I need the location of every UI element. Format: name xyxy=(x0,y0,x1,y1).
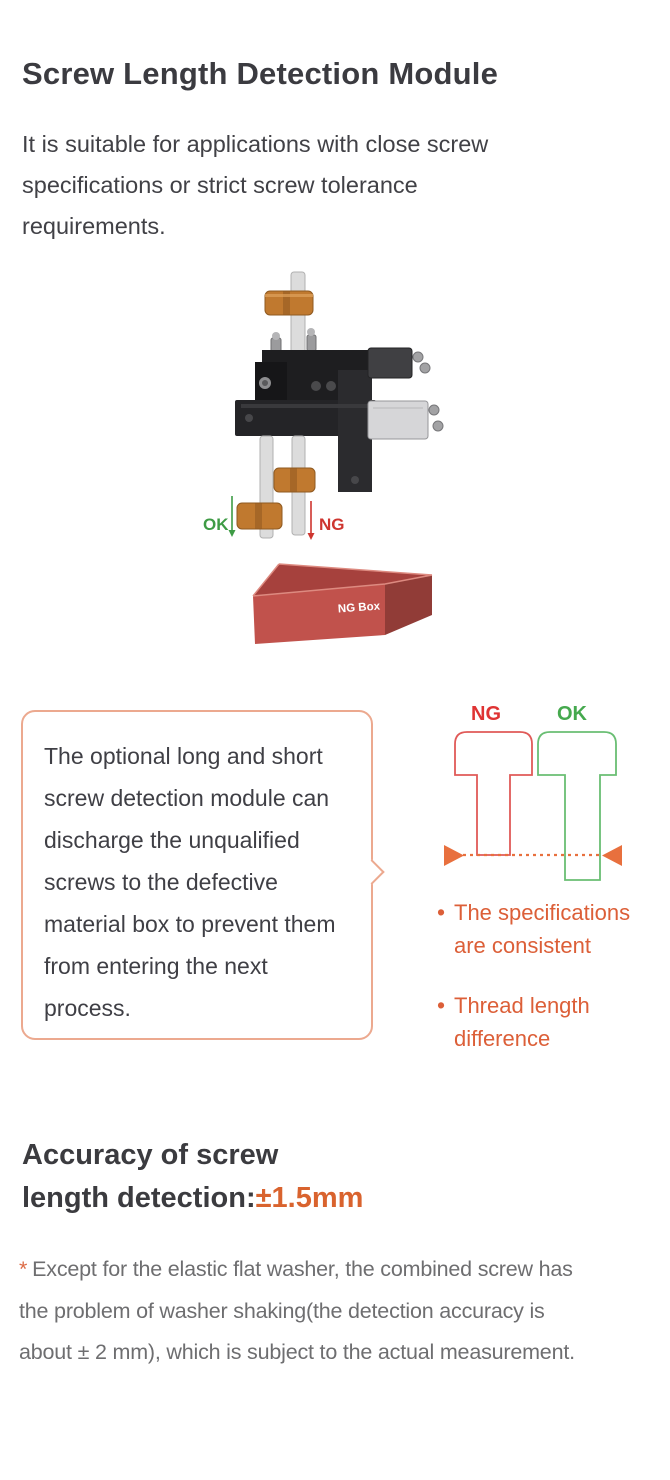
air-cylinder-top xyxy=(367,347,431,379)
rod-ng xyxy=(273,435,316,536)
measure-arrow-left xyxy=(444,845,464,866)
callout-line: material box to prevent them xyxy=(44,911,336,937)
callout-text: The optional long and short screw detect… xyxy=(23,712,371,1029)
machine-rod-top xyxy=(264,271,314,375)
accuracy-line1: Accuracy of screw xyxy=(22,1139,279,1171)
ng-box-label: NG Box xyxy=(338,601,382,616)
footnote: *Except for the elastic flat washer, the… xyxy=(19,1249,659,1374)
machine-figure: OK NG NG Box xyxy=(203,271,444,644)
callout-line: process. xyxy=(44,995,131,1021)
accuracy-heading: Accuracy of screw length detection:±1.5m… xyxy=(22,1134,363,1220)
ng-screw-outline xyxy=(454,731,533,856)
footnote-line: about ± 2 mm), which is subject to the a… xyxy=(19,1340,575,1364)
ok-arrow xyxy=(228,496,236,537)
ng-arrow xyxy=(307,501,315,540)
bullet-marker: • xyxy=(437,899,446,925)
accuracy-value: ±1.5mm xyxy=(255,1182,364,1214)
machine-fittings-top xyxy=(270,328,317,353)
footnote-marker: * xyxy=(19,1257,28,1281)
accuracy-line2-prefix: length detection: xyxy=(22,1182,256,1214)
figure-ng-label: NG xyxy=(319,515,345,534)
accuracy-line2: length detection:±1.5mm xyxy=(22,1177,363,1220)
rod-ok xyxy=(236,435,283,539)
footnote-line: *Except for the elastic flat washer, the… xyxy=(19,1249,659,1291)
callout-line: screw detection module can xyxy=(44,785,330,811)
intro-text: It is suitable for applications with clo… xyxy=(22,131,489,239)
footnote-line: the problem of washer shaking(the detect… xyxy=(19,1298,545,1323)
bullet-text: Thread length difference xyxy=(454,993,590,1051)
page-title: Screw Length Detection Module xyxy=(22,56,499,91)
callout-line: screws to the defective xyxy=(44,869,278,895)
ng-box: NG Box xyxy=(252,563,433,644)
spec-bullet-list: • The specifications are consistent • Th… xyxy=(437,896,649,1082)
bullet-text: The specifications are consistent xyxy=(454,900,631,958)
callout-line: The optional long and short xyxy=(44,743,323,769)
ok-screw-outline xyxy=(537,731,617,881)
bullet-marker: • xyxy=(437,992,446,1018)
figure-ok-label: OK xyxy=(203,515,229,534)
footnote-line-text: Except for the elastic flat washer, the … xyxy=(32,1257,573,1281)
machine-body xyxy=(235,350,376,492)
air-cylinder-bottom xyxy=(367,400,444,440)
callout-line: discharge the unqualified xyxy=(44,827,300,853)
callout-line: from entering the next xyxy=(44,953,268,979)
comparison-diagram: NG OK xyxy=(444,703,622,881)
callout-box: The optional long and short screw detect… xyxy=(21,710,385,1040)
comparison-ok-label: OK xyxy=(557,703,588,725)
comparison-ng-label: NG xyxy=(471,703,501,725)
measure-arrow-right xyxy=(602,845,622,866)
bullet-item: • The specifications are consistent xyxy=(437,896,649,962)
bullet-item: • Thread length difference xyxy=(437,989,649,1055)
